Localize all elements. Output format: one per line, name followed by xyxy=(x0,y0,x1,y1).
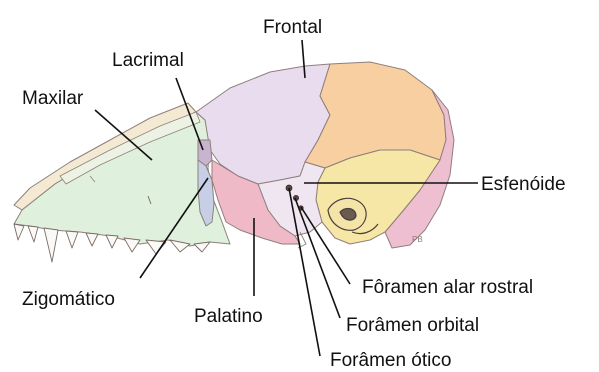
label-esfenoide: Esfenóide xyxy=(481,174,566,195)
label-zigomatico: Zigomático xyxy=(22,289,115,310)
label-lacrimal: Lacrimal xyxy=(112,50,184,71)
label-frontal: Frontal xyxy=(263,17,322,38)
label-foramen-alar-rostral: Fôramen alar rostral xyxy=(362,277,533,298)
artist-mark: PB xyxy=(412,235,423,244)
label-palatino: Palatino xyxy=(194,306,263,327)
label-foramen-orbital: Forâmen orbital xyxy=(346,315,479,336)
label-maxilar: Maxilar xyxy=(22,88,84,109)
label-foramen-otico: Forâmen ótico xyxy=(330,350,451,371)
